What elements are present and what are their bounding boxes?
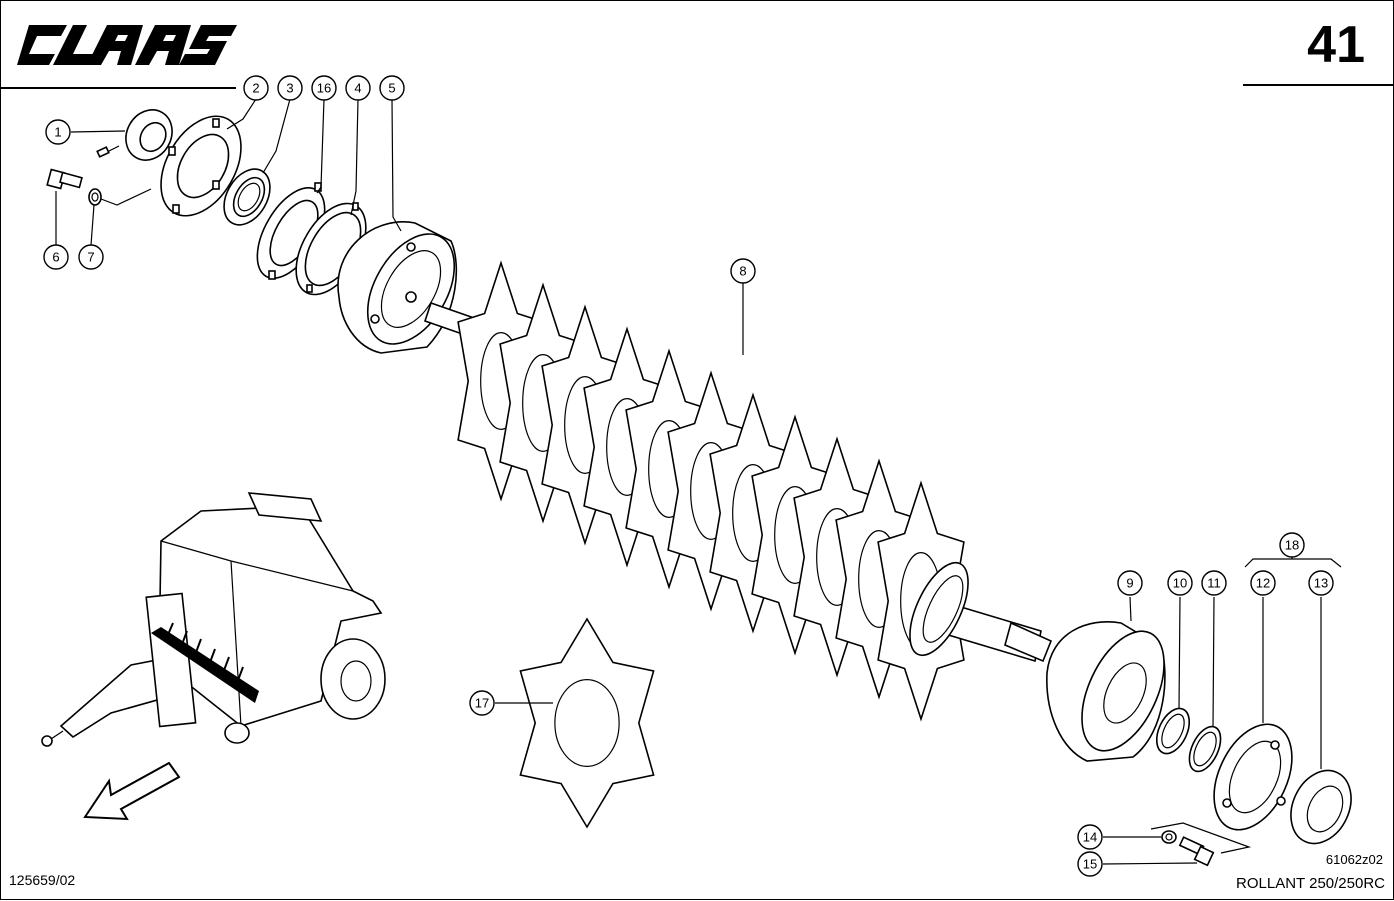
callout-label: 6 — [52, 250, 59, 265]
callout-label: 7 — [87, 250, 94, 265]
part-star-tine — [519, 617, 655, 829]
drawing-reference-number: 125659/02 — [9, 872, 76, 888]
callout-circle — [1250, 570, 1276, 596]
part-ring-10 — [1155, 707, 1191, 755]
callout-label: 10 — [1173, 576, 1187, 591]
callout-label: 8 — [739, 264, 746, 279]
part-flange-housing — [1213, 723, 1293, 831]
callout-label: 13 — [1314, 576, 1328, 591]
callout-circle — [45, 119, 71, 145]
part-flange-plate — [160, 115, 242, 217]
header-rule-left — [1, 87, 236, 89]
callout-circle — [43, 244, 69, 270]
direction-arrow-icon — [83, 761, 181, 821]
callout-label: 2 — [252, 81, 259, 96]
callout-circle — [345, 75, 371, 101]
machine-model: ROLLANT 250/250RC — [1236, 875, 1385, 892]
leader-lines — [55, 98, 1322, 865]
callout-circle — [1279, 532, 1305, 558]
callout-1: 1 — [45, 119, 71, 145]
callout-18: 18 — [1279, 532, 1305, 558]
callout-label: 9 — [1126, 576, 1133, 591]
claas-logo — [17, 25, 237, 65]
callout-circle — [730, 258, 756, 284]
callout-label: 17 — [475, 696, 489, 711]
callout-10: 10 — [1167, 570, 1193, 596]
part-collar-ring — [96, 109, 173, 161]
part-star-rotor — [423, 260, 1053, 722]
part-bolt-15 — [1178, 836, 1215, 867]
part-bearing-13 — [1290, 769, 1352, 845]
tine-disc-17 — [519, 617, 655, 829]
callout-label: 16 — [317, 81, 331, 96]
callout-2: 2 — [243, 75, 269, 101]
callout-label: 12 — [1256, 576, 1270, 591]
part-washer — [88, 188, 152, 206]
part-ring-11 — [1188, 725, 1222, 773]
callout-label: 1 — [54, 125, 61, 140]
callout-label: 4 — [354, 81, 361, 96]
callout-5: 5 — [379, 75, 405, 101]
callout-14: 14 — [1077, 824, 1103, 850]
part-bearing — [223, 168, 271, 226]
callout-label: 15 — [1083, 857, 1097, 872]
callout-circle — [243, 75, 269, 101]
page-number: 41 — [1307, 16, 1365, 74]
callout-circle — [311, 75, 337, 101]
callout-label: 18 — [1285, 538, 1299, 553]
callout-13: 13 — [1308, 570, 1334, 596]
group-18-bracket — [1244, 558, 1342, 568]
callout-8: 8 — [730, 258, 756, 284]
callout-circle — [1117, 570, 1143, 596]
callout-circle — [1077, 824, 1103, 850]
callout-4: 4 — [345, 75, 371, 101]
callout-circle — [1308, 570, 1334, 596]
callout-7: 7 — [78, 244, 104, 270]
callout-circle — [379, 75, 405, 101]
baler-overview-drawing — [41, 492, 386, 747]
callout-circle — [1077, 851, 1103, 877]
callout-circle — [1167, 570, 1193, 596]
callout-16: 16 — [311, 75, 337, 101]
callout-6: 6 — [43, 244, 69, 270]
assembly-bracket-lines — [1150, 822, 1252, 854]
callout-label: 5 — [388, 81, 395, 96]
part-hub-drum — [1046, 621, 1166, 762]
callout-11: 11 — [1201, 570, 1227, 596]
callout-15: 15 — [1077, 851, 1103, 877]
part-bolt — [46, 168, 83, 190]
callout-label: 11 — [1207, 576, 1221, 591]
callout-circle — [78, 244, 104, 270]
figure-code: 61062z02 — [1325, 852, 1383, 867]
part-drum-cap — [337, 221, 458, 354]
callout-17: 17 — [469, 690, 495, 716]
callout-3: 3 — [277, 75, 303, 101]
callout-label: 14 — [1083, 830, 1097, 845]
callout-12: 12 — [1250, 570, 1276, 596]
callout-circle — [1201, 570, 1227, 596]
callout-circle — [469, 690, 495, 716]
callout-9: 9 — [1117, 570, 1143, 596]
callout-label: 3 — [286, 81, 293, 96]
part-washer-14 — [1161, 830, 1177, 844]
header-rule-right — [1243, 84, 1394, 86]
callout-circle — [277, 75, 303, 101]
